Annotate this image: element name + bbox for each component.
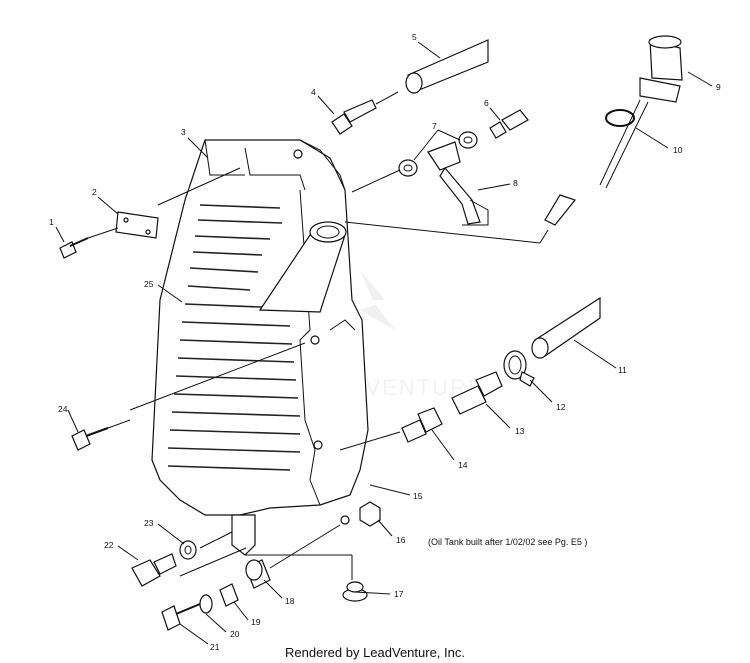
callout-13: 13 [515, 426, 525, 436]
callout-labels: 1 2 3 4 5 6 7 8 9 10 11 12 13 14 15 16 1… [49, 32, 721, 652]
leader-lines [55, 41, 713, 645]
part-8-elbow-hose [427, 141, 489, 226]
part-1-screw [59, 237, 89, 259]
callout-4: 4 [311, 87, 316, 97]
part-2-clip [115, 211, 159, 239]
callout-6: 6 [484, 98, 489, 108]
callout-19: 19 [251, 617, 261, 627]
part-5-hose [405, 39, 489, 94]
part-6-bolt [489, 109, 529, 139]
callout-16: 16 [396, 535, 406, 545]
callout-3: 3 [181, 127, 186, 137]
mount-hole [293, 149, 303, 159]
part-24-bolt [71, 427, 109, 451]
callout-22: 22 [104, 540, 114, 550]
part-4-fitting [331, 99, 377, 135]
callout-10: 10 [673, 145, 683, 155]
callout-17: 17 [394, 589, 404, 599]
callout-23: 23 [144, 518, 154, 528]
callout-20: 20 [230, 629, 240, 639]
assembly-lines [87, 91, 549, 580]
callout-14: 14 [458, 460, 468, 470]
callout-24: 24 [58, 404, 68, 414]
callout-12: 12 [556, 402, 566, 412]
callout-9: 9 [716, 82, 721, 92]
callout-11: 11 [618, 365, 627, 375]
callout-2: 2 [92, 187, 97, 197]
oil-tank-note: (Oil Tank built after 1/02/02 see Pg. E5… [428, 537, 588, 547]
part-19-bushing [219, 583, 239, 607]
part-11-hose [531, 296, 601, 359]
callout-1: 1 [49, 217, 54, 227]
part-10-o-ring [605, 109, 635, 127]
callout-5: 5 [412, 32, 417, 42]
part-13-fitting [451, 371, 503, 415]
callout-15: 15 [413, 491, 423, 501]
part-17-grommet [342, 581, 368, 602]
part-12-clamp [503, 350, 535, 387]
mount-hole [313, 440, 323, 450]
part-16-nut [359, 501, 381, 527]
part-14-fitting [401, 407, 443, 443]
part-20-washer [199, 594, 213, 614]
callout-18: 18 [285, 596, 295, 606]
mount-hole [340, 515, 350, 525]
mount-hole [310, 335, 320, 345]
callout-25: 25 [144, 279, 154, 289]
part-18-spacer [245, 559, 271, 589]
part-7-washers [398, 131, 478, 177]
footer-credit: Rendered by LeadVenture, Inc. [285, 645, 465, 660]
oil-tank [151, 139, 369, 556]
callout-8: 8 [513, 178, 518, 188]
part-23-washer [179, 540, 197, 560]
part-22-drain-plug [131, 553, 177, 587]
callout-7: 7 [432, 121, 437, 131]
dipstick-rod [544, 99, 649, 226]
tank-ribs [167, 204, 301, 471]
drain-boss [231, 514, 256, 556]
part-21-bolt [161, 603, 201, 631]
callout-21: 21 [210, 642, 220, 652]
filler-neck [258, 221, 347, 313]
part-9-cap [639, 35, 683, 103]
